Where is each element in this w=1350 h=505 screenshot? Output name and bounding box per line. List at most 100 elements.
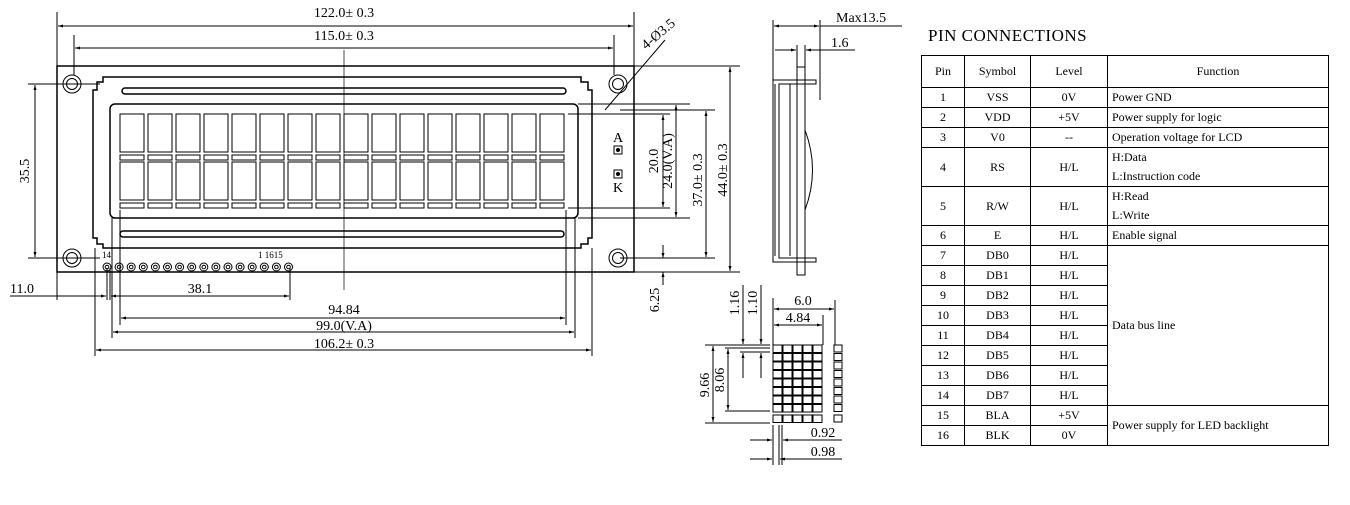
dim-char-cell-h: 9.66 bbox=[698, 373, 713, 398]
pin-hole bbox=[128, 264, 134, 270]
character-cell bbox=[147, 113, 173, 153]
dot bbox=[792, 387, 803, 396]
dot bbox=[772, 353, 783, 362]
led-anode-pad bbox=[613, 145, 623, 155]
pin-header bbox=[102, 262, 293, 272]
pin-connections-title: PIN CONNECTIONS bbox=[928, 26, 1088, 45]
dot bbox=[792, 361, 803, 370]
dot bbox=[833, 395, 843, 404]
dot bbox=[782, 353, 793, 362]
pin-hole bbox=[237, 264, 243, 270]
dot bbox=[833, 370, 843, 378]
pin-pad bbox=[138, 262, 148, 272]
dim-dot-h2: 1.10 bbox=[746, 291, 761, 316]
pin-cell: 7 bbox=[921, 245, 965, 266]
dim-overall-width: 122.0± 0.3 bbox=[314, 6, 374, 21]
dot bbox=[782, 361, 793, 370]
level-cell: H/L bbox=[1030, 345, 1108, 366]
dot bbox=[833, 361, 843, 370]
pin-hole bbox=[201, 264, 207, 270]
level-cell: H/L bbox=[1030, 245, 1108, 266]
symbol-cell: DB5 bbox=[964, 345, 1031, 366]
cursor-line bbox=[315, 154, 341, 161]
pin-hole bbox=[141, 264, 146, 270]
dot bbox=[772, 361, 783, 370]
character-cell bbox=[231, 113, 257, 153]
cursor-line bbox=[287, 202, 313, 209]
dot bbox=[792, 404, 803, 413]
pin-hole bbox=[225, 264, 231, 270]
pin-cell: 16 bbox=[921, 425, 965, 446]
dot bbox=[792, 414, 803, 423]
dim-dot-w1: 0.92 bbox=[811, 426, 836, 441]
dim-char-height: 20.0 bbox=[647, 149, 662, 174]
pin-hole bbox=[274, 264, 279, 270]
dot bbox=[782, 414, 793, 423]
level-cell: +5V bbox=[1030, 405, 1108, 426]
dim-va-height: 24.0(V.A) bbox=[661, 133, 676, 189]
symbol-cell: R/W bbox=[964, 186, 1031, 226]
function-cell: Power supply for LED backlight bbox=[1107, 405, 1329, 446]
character-cell bbox=[259, 161, 285, 201]
dot bbox=[802, 414, 813, 423]
symbol-cell: BLK bbox=[964, 425, 1031, 446]
header-symbol: Symbol bbox=[964, 55, 1031, 88]
pin-hole bbox=[177, 264, 182, 270]
character-cell bbox=[539, 161, 565, 201]
cursor-line bbox=[539, 154, 565, 161]
dim-hole-pitch-x: 115.0± 0.3 bbox=[314, 29, 374, 44]
dot bbox=[782, 344, 793, 353]
function-text: Data bus line bbox=[1112, 318, 1176, 332]
pin-hole bbox=[213, 264, 219, 270]
pin-cell: 1 bbox=[921, 87, 965, 108]
pin-pad bbox=[199, 262, 209, 272]
pin-hole bbox=[153, 264, 158, 270]
dot bbox=[812, 353, 823, 362]
pin-cell: 14 bbox=[921, 385, 965, 406]
cursor-line bbox=[427, 202, 453, 209]
dot bbox=[833, 344, 843, 353]
dot bbox=[802, 404, 813, 413]
led-cathode-label: K bbox=[613, 181, 623, 196]
pin-cell: 9 bbox=[921, 285, 965, 306]
pin-hole bbox=[286, 264, 291, 270]
dot bbox=[812, 361, 823, 370]
dot bbox=[812, 370, 823, 379]
dot bbox=[792, 395, 803, 404]
symbol-cell: E bbox=[964, 225, 1031, 246]
dim-char-cell-w: 6.0 bbox=[794, 294, 812, 309]
pin-pad bbox=[271, 262, 281, 272]
level-cell: H/L bbox=[1030, 147, 1108, 187]
character-cell bbox=[287, 161, 313, 201]
function-cell: Enable signal bbox=[1107, 225, 1329, 246]
character-cell bbox=[315, 113, 341, 153]
dim-char-h: 8.06 bbox=[713, 368, 728, 393]
pin-cell: 4 bbox=[921, 147, 965, 187]
dot bbox=[833, 404, 843, 412]
cursor-line bbox=[455, 154, 481, 161]
cursor-line bbox=[259, 202, 285, 209]
character-cell bbox=[231, 161, 257, 201]
cursor-line bbox=[287, 154, 313, 161]
dim-bezel-height: 37.0± 0.3 bbox=[691, 153, 706, 206]
character-grid bbox=[119, 113, 565, 209]
dot bbox=[772, 344, 783, 353]
dot bbox=[792, 370, 803, 379]
dim-char-span: 94.84 bbox=[328, 303, 360, 318]
cursor-line bbox=[315, 202, 341, 209]
pin-hole bbox=[249, 264, 255, 270]
symbol-cell: DB7 bbox=[964, 385, 1031, 406]
cursor-line bbox=[147, 154, 173, 161]
cursor-line bbox=[371, 202, 397, 209]
symbol-cell: DB1 bbox=[964, 265, 1031, 286]
pin-label-left: 14 bbox=[102, 250, 112, 260]
character-cell bbox=[119, 161, 145, 201]
cursor-line bbox=[483, 202, 509, 209]
cursor-line bbox=[259, 154, 285, 161]
level-cell: H/L bbox=[1030, 285, 1108, 306]
function-text: H:Read bbox=[1112, 189, 1149, 203]
dot bbox=[772, 414, 783, 423]
